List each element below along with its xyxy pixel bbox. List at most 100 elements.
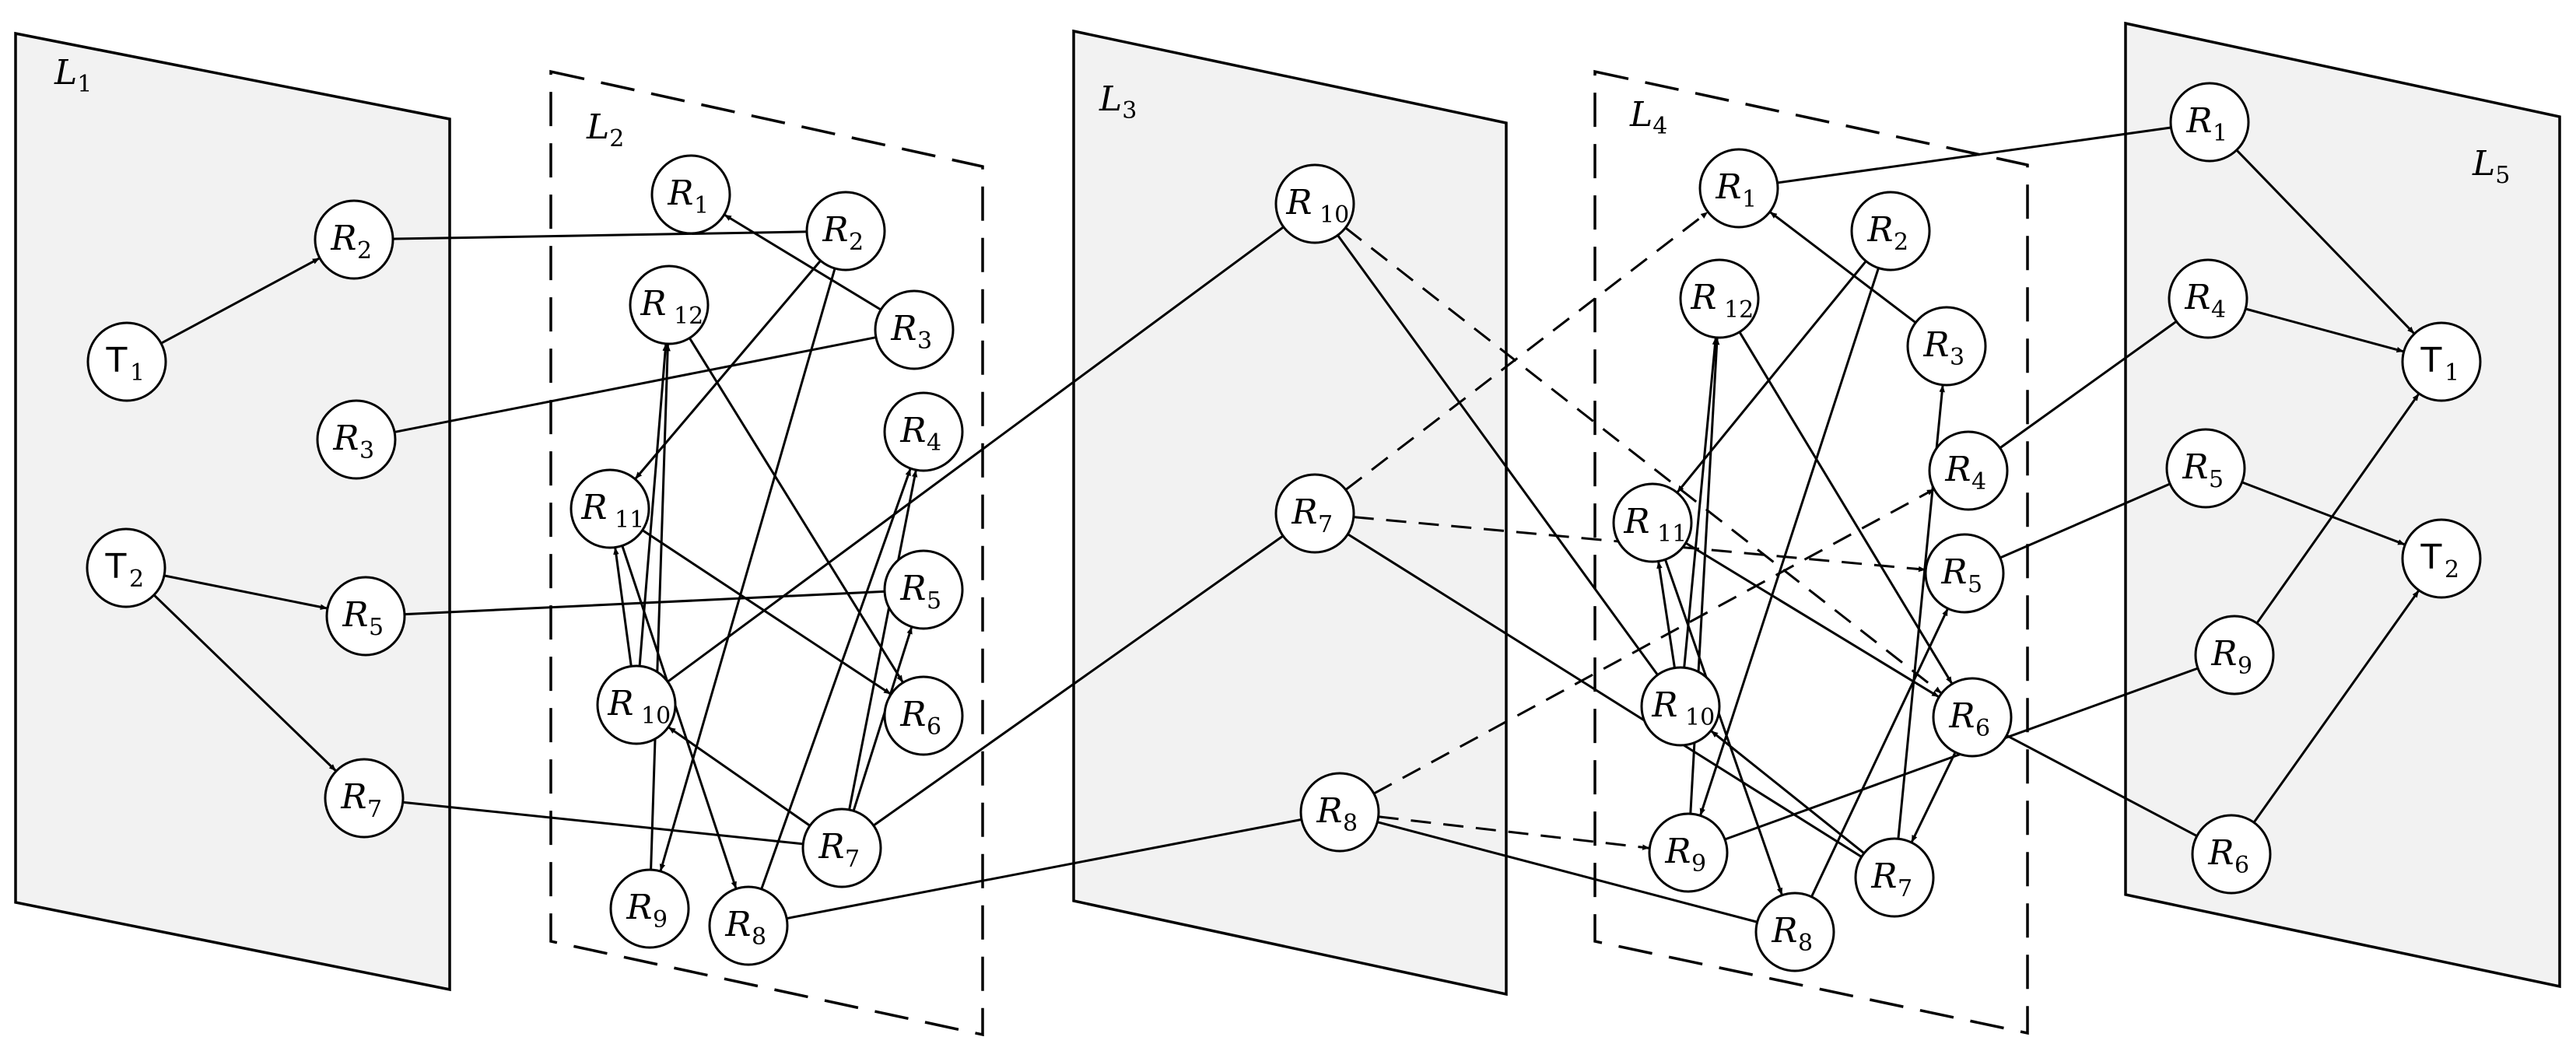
node-label: R [1291,492,1317,532]
node-label-main: R [899,411,926,450]
node-l4-r10: R 10 [1640,666,1721,747]
node-label-sub: 10 [1685,704,1715,731]
node-label-subscript: 2 [2445,556,2459,583]
plane-shape [2124,21,2561,989]
node-label-subscript: 8 [1798,930,1813,957]
node-label: R [899,411,926,450]
node-circle [1679,258,1760,339]
node-label-subscript: 2 [1894,229,1908,256]
node-circle [883,391,964,472]
edge-l5-r9-to-l5-t1 [2255,393,2420,624]
edge-l4-r10-to-l4-r12 [1683,338,1719,668]
node-circle [325,576,406,657]
node-label: R [580,488,607,527]
node-label-sub: 3 [1950,344,1964,371]
node-circle [1906,306,1987,387]
edge-l4-r5-to-l5-r5 [1999,483,2170,559]
plane-shape [1593,69,2029,1035]
edge-l4-r10-to-l4-r11 [1656,561,1676,668]
edge-l3-r7-to-l4-r7 [1347,533,1862,858]
node-label-main: R [640,284,666,324]
node-label: R [1651,685,1677,725]
node-label-main: R [899,695,926,734]
node-circle [801,808,882,888]
node-label-sub: 2 [1894,229,1908,256]
node-label-main: R [2182,447,2208,487]
node-label-sub: 10 [1320,201,1349,229]
edge-l5-r4-to-l5-t1 [2245,307,2404,353]
layer-label-main: L [586,107,609,147]
node-circle [883,675,964,756]
node-circle [1274,163,1355,244]
node-label-main: R [2210,634,2237,674]
node-circle [1924,533,2005,614]
node-label-subscript: 3 [359,437,374,464]
node-label: R [1866,210,1893,250]
node-label: R [1940,552,1967,592]
node-label-subscript: 6 [927,713,941,741]
node-label: R [1285,183,1312,222]
layer-plane-l1: L1 [14,31,451,992]
node-label: R [1690,278,1716,317]
node-label-main: R [1651,685,1677,725]
node-label: R [899,695,926,734]
node-label: R [1623,502,1649,541]
node-label: R [2185,101,2212,141]
node-label: R [2182,447,2208,487]
edge-l4-r4-to-l5-r4 [1999,321,2177,450]
edge-l2-r7-to-l2-r4 [848,470,918,811]
node-circle [570,468,650,549]
node-label-main: R [1623,502,1649,541]
node-label-subscript: 8 [1343,810,1358,837]
layer-plane-l5: L5 [2124,21,2561,989]
node-label-sub: 1 [2445,359,2459,387]
node-label: R [1664,832,1691,871]
layer-plane-l4: L4 [1593,69,2029,1035]
node-label-sub: 1 [1742,186,1757,213]
node-label: T [2420,341,2442,380]
node-label-subscript: 2 [357,237,372,264]
node-label-sub: 6 [2234,852,2249,879]
layer-label-sub: 2 [609,125,624,152]
node-label-sub: 4 [2211,296,2226,324]
node-circle [1612,482,1693,563]
layer-label-sub: 4 [1652,113,1667,140]
edge-l4-r12-to-l4-r6 [1738,331,1953,685]
node-label-main: R [626,888,652,927]
node-circle [596,664,677,745]
node-label-sub: 7 [367,796,382,823]
layer-label-sub: 3 [1122,97,1137,124]
edge-l1-t2-to-l1-r7 [152,594,337,772]
edge-l2-r8-to-l3-r8 [786,818,1302,920]
node-l3-r10: R 10 [1274,163,1355,244]
node-circle [86,321,167,402]
node-label-main: R [667,173,693,213]
node-label-subscript: 7 [845,846,860,873]
node-label-main: R [332,419,359,458]
node-label-sub: 9 [653,906,668,934]
node-circle [1640,666,1721,747]
edge-l2-r8-to-l2-r4 [760,468,912,890]
node-label-main: R [2207,833,2234,873]
layer-label: L4 [1629,95,1667,140]
edge-l2-r11-to-l2-r6 [641,529,892,695]
node-label-subscript: 2 [129,566,144,593]
edge-l4-r2-to-l4-r9 [1699,268,1880,816]
node-label-subscript: 10 [641,702,671,730]
edge-l2-r10-to-l2-r11 [613,547,633,667]
node-label-main: R [1922,325,1949,365]
node-label-sub: 2 [357,237,372,264]
node-circle [314,199,394,280]
node-label: R [332,419,359,458]
node-circle [1928,430,2009,511]
node-label-subscript: 6 [1975,715,1990,742]
node-label: R [667,173,693,213]
node-label-subscript: 7 [1898,875,1912,902]
node-label-sub: 3 [917,328,932,355]
